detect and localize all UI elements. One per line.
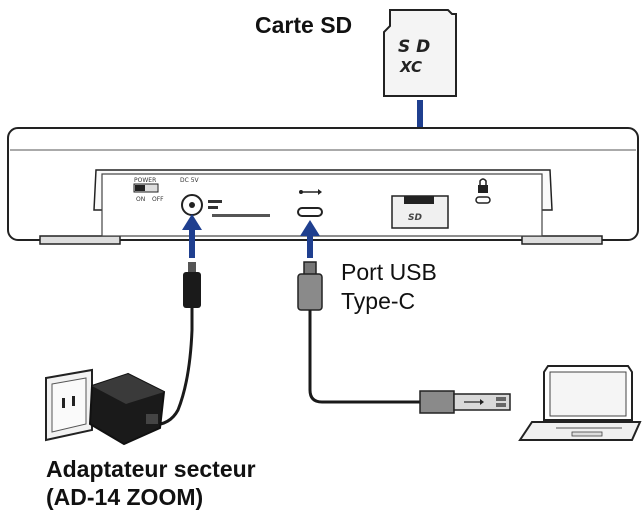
sd-slot: SD [391,195,449,229]
svg-text:SD: SD [408,213,422,223]
power-label: POWER [134,177,156,184]
lock-icon [475,178,491,204]
svg-text:XC: XC [399,58,422,76]
adapter-label-line1: Adaptateur secteur [46,456,256,482]
usb-c-port [297,189,323,217]
usb-symbol-icon [464,399,484,405]
usb-icon [299,189,322,195]
ac-adapter [88,372,166,446]
usb-a-plug [419,390,511,414]
dc-jack: DC 5V [180,177,270,217]
usb-port-label-line1: Port USB [341,259,437,285]
power-switch: POWER ON OFF [133,177,164,203]
sd-card-label: Carte SD [255,12,352,38]
recorder-device: POWER ON OFF DC 5V SD [7,127,639,245]
svg-text:S D: S D [398,37,430,57]
dc-label: DC 5V [180,177,200,184]
usb-c-plug-cable [297,261,420,404]
dc-arrow-head [182,214,202,230]
usb-port-label-line2: Type-C [341,288,415,314]
on-label: ON [136,196,145,203]
adapter-label-line2: (AD-14 ZOOM) [46,484,203,510]
wall-outlet [45,368,93,442]
sd-card-illustration: S D XC [383,9,457,97]
off-label: OFF [152,196,164,203]
dc-plug-cable [151,262,201,427]
laptop-icon [518,365,642,441]
usb-arrow-head [300,220,320,236]
sdxc-logo-icon: S D XC [398,37,430,76]
